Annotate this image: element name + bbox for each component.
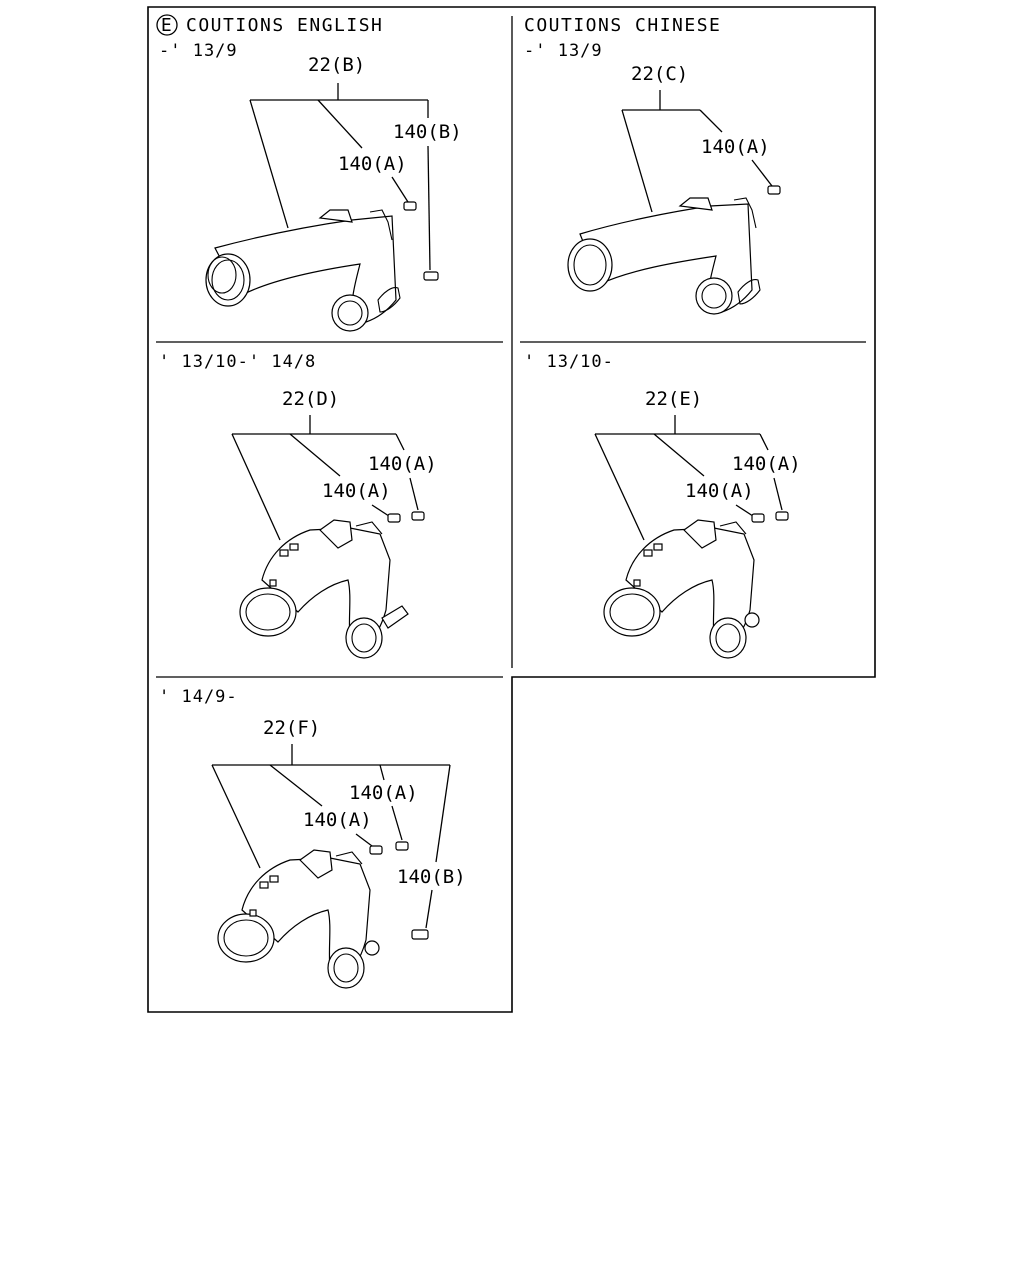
leader-lines	[231, 415, 419, 541]
callout-label: 140(A)	[685, 480, 754, 502]
panel-22f: ' 14/9- 22(F) 140(A) 140(A) 140(B)	[159, 687, 466, 989]
panel-date: -' 13/9	[524, 41, 603, 61]
callout-label: 140(A)	[732, 453, 801, 475]
intake-pipe-part	[239, 511, 425, 659]
part-label: 22(E)	[645, 388, 702, 410]
leader-lines	[594, 415, 783, 541]
panel-22c: -' 13/9 22(C) 140(A)	[524, 41, 781, 315]
part-label: 22(C)	[631, 63, 688, 85]
part-label: 22(B)	[308, 54, 365, 76]
intake-pipe-part	[567, 185, 781, 315]
part-label: 22(F)	[263, 717, 320, 739]
callout-label: 140(A)	[322, 480, 391, 502]
part-label: 22(D)	[282, 388, 339, 410]
chinese-title: COUTIONS CHINESE	[524, 15, 721, 36]
panel-22d: ' 13/10-' 14/8 22(D) 140(A) 140(A)	[159, 352, 437, 659]
english-marker: E	[161, 15, 173, 36]
leader-lines	[211, 744, 451, 929]
panel-date: ' 14/9-	[159, 687, 238, 707]
callout-label: 140(B)	[397, 866, 466, 888]
panel-date: -' 13/9	[159, 41, 238, 61]
english-marker-circle	[156, 14, 178, 36]
intake-pipe-part	[603, 511, 789, 659]
panel-22e: ' 13/10- 22(E) 140(A) 140(A)	[524, 352, 801, 659]
intake-pipe-part	[217, 841, 429, 989]
callout-label: 140(B)	[393, 121, 462, 143]
leader-lines	[621, 90, 773, 213]
callout-label: 140(A)	[368, 453, 437, 475]
leader-lines	[249, 83, 431, 271]
panel-date: ' 13/10-' 14/8	[159, 352, 316, 372]
callout-label: 140(A)	[349, 782, 418, 804]
callout-label: 140(A)	[338, 153, 407, 175]
callout-label: 140(A)	[701, 136, 770, 158]
diagram-frame	[147, 6, 876, 1013]
english-title: COUTIONS ENGLISH	[186, 15, 383, 36]
panel-date: ' 13/10-	[524, 352, 614, 372]
panel-22b: -' 13/9 22(B) 140(B) 140(A)	[159, 41, 462, 332]
intake-pipe-part	[205, 201, 439, 332]
callout-label: 140(A)	[303, 809, 372, 831]
